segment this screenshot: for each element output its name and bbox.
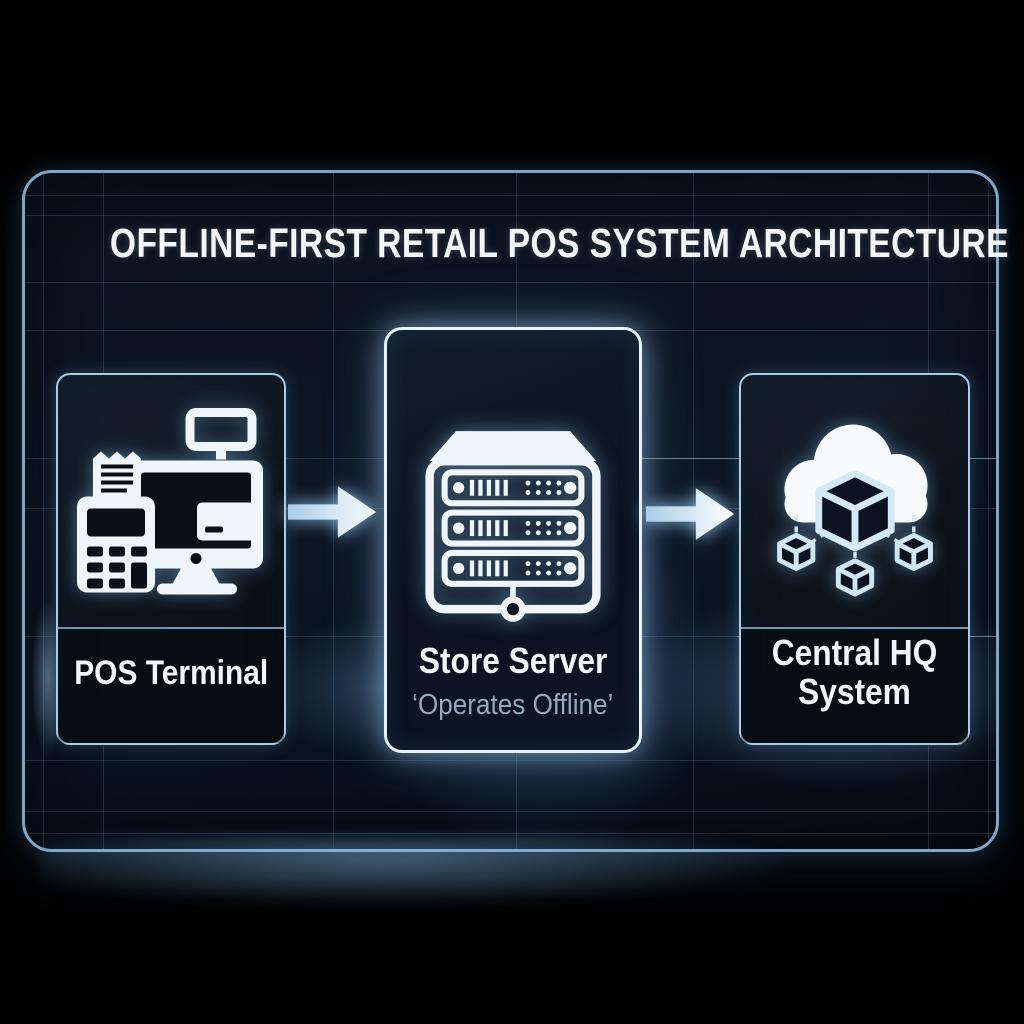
grid-line bbox=[25, 760, 996, 761]
node-label-area: POS Terminal bbox=[58, 627, 284, 743]
grid-line bbox=[25, 195, 996, 196]
grid-line bbox=[25, 811, 996, 812]
pos-terminal-icon bbox=[58, 375, 284, 627]
grid-line bbox=[43, 173, 44, 849]
node-pos-terminal: POS Terminal bbox=[56, 373, 286, 745]
grid-line bbox=[988, 173, 989, 849]
node-store-server: Store Server ‘Operates Offline’ bbox=[384, 327, 642, 753]
node-label: POS Terminal bbox=[74, 653, 268, 692]
node-label-area: Central HQ System bbox=[741, 627, 968, 743]
arrow-server-to-hq bbox=[646, 483, 738, 545]
node-label: Central HQ System bbox=[771, 632, 938, 712]
grid-line bbox=[25, 282, 996, 283]
node-sublabel: ‘Operates Offline’ bbox=[412, 688, 614, 721]
node-label: Store Server bbox=[418, 640, 608, 681]
grid-line bbox=[25, 833, 996, 834]
diagram-title: OFFLINE-FIRST RETAIL POS SYSTEM ARCHITEC… bbox=[109, 220, 1009, 266]
node-central-hq: Central HQ System bbox=[739, 373, 970, 745]
grid-line bbox=[25, 215, 996, 216]
cloud-distribution-icon bbox=[741, 375, 968, 627]
arrow-pos-to-server bbox=[288, 481, 380, 543]
server-rack-icon bbox=[413, 418, 613, 626]
